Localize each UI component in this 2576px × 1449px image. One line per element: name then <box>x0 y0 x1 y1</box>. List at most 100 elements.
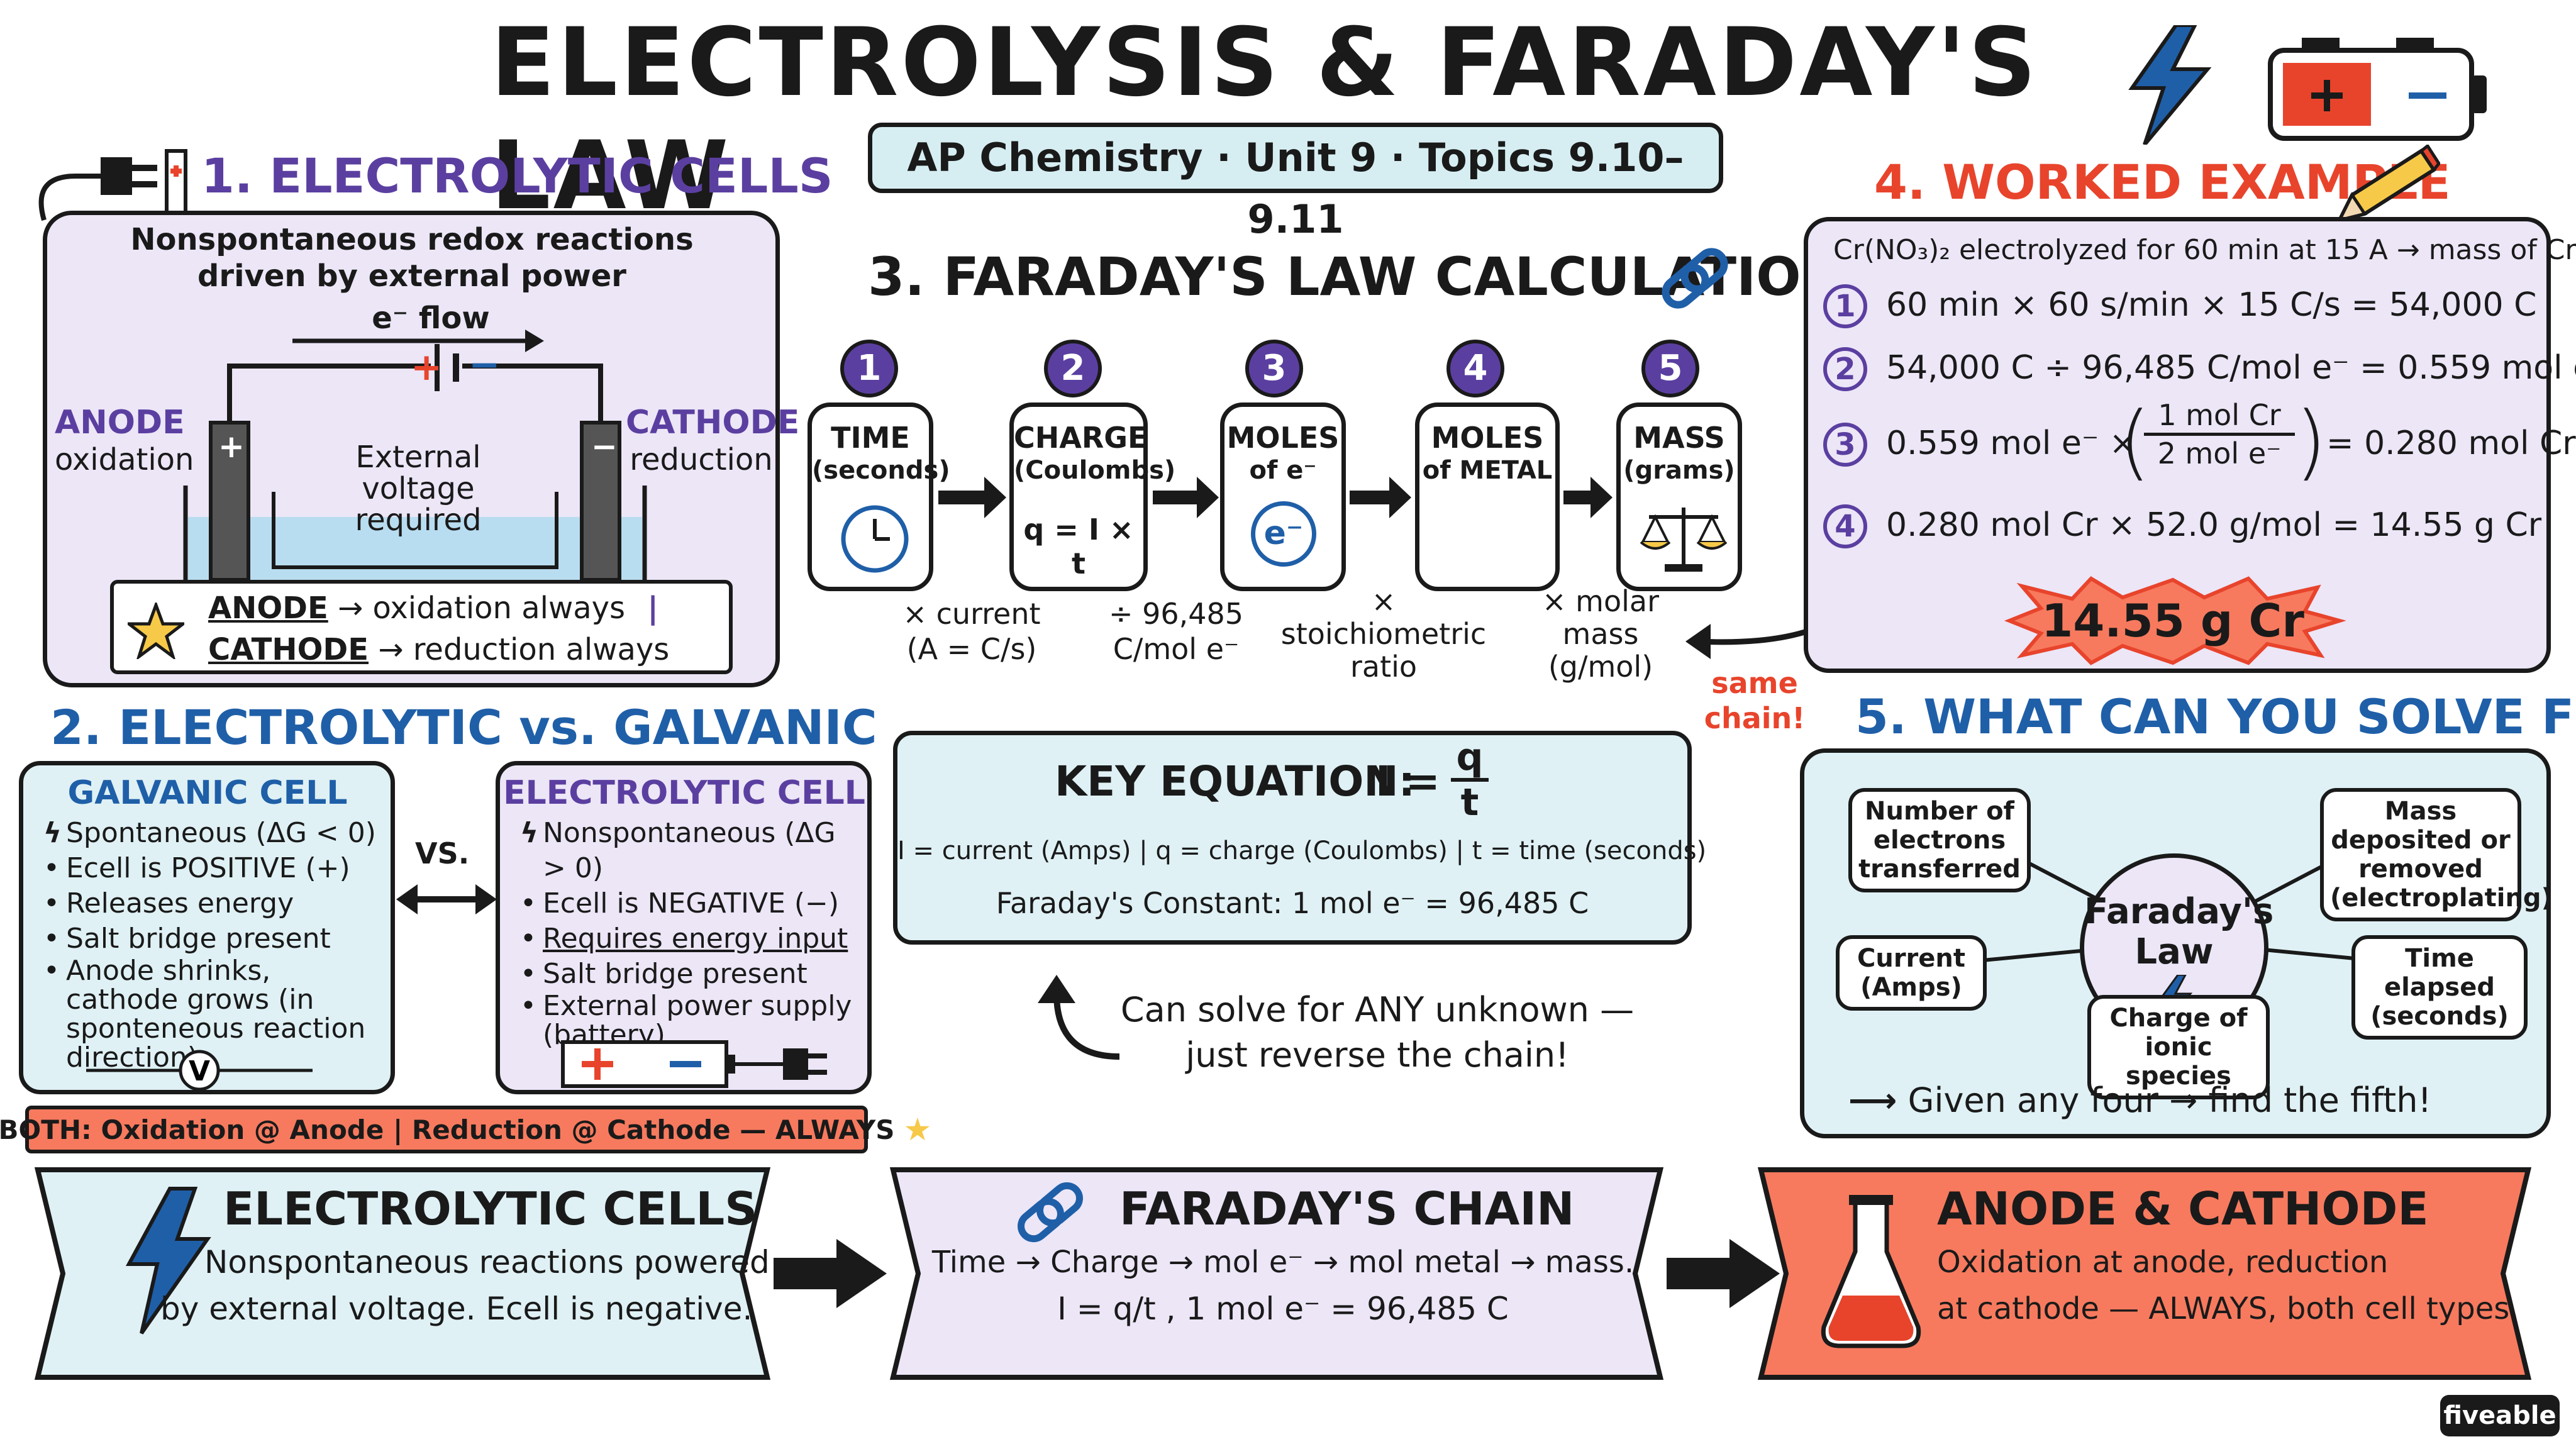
svg-text:−: − <box>469 343 500 387</box>
galvanic-panel: GALVANIC CELL Spontaneous (ΔG < 0) Ecell… <box>19 761 395 1094</box>
step-mass: MASS (grams) <box>1616 402 1742 591</box>
example-question: Cr(NO₃)₂ electrolyzed for 60 min at 15 A… <box>1833 234 2576 266</box>
step-sub: of e⁻ <box>1249 456 1317 485</box>
galvanic-list: Spontaneous (ΔG < 0) Ecell is POSITIVE (… <box>38 816 391 1072</box>
both-text: BOTH: Oxidation @ Anode | Reduction @ Ca… <box>0 1114 895 1145</box>
list-item: Anode shrinks, cathode grows (in sponten… <box>38 957 391 1072</box>
list-item: Ecell is POSITIVE (+) <box>38 851 391 886</box>
node-time: Time elapsed (seconds) <box>2351 935 2528 1040</box>
clock-icon <box>841 505 909 573</box>
banner-electrolytic: ELECTROLYTIC CELLS Nonspontaneous reacti… <box>160 1182 770 1327</box>
key-equation-panel: KEY EQUATION: I = q t I = current (Amps)… <box>893 731 1707 945</box>
vs-label: VS. <box>415 836 470 870</box>
list-item: Spontaneous (ΔG < 0) <box>38 816 391 851</box>
banner-faraday: FARADAY'S CHAIN Time → Charge → mol e⁻ →… <box>931 1182 1635 1327</box>
banner-anode-cathode: ANODE & CATHODE Oxidation at anode, redu… <box>1937 1182 2519 1326</box>
chain-arrows <box>938 477 1613 518</box>
step-number: 3 <box>1245 340 1303 397</box>
step-sub: (seconds) <box>812 456 950 485</box>
worked-example-panel: Cr(NO₃)₂ electrolyzed for 60 min at 15 A… <box>1804 217 2576 673</box>
step-sub: of METAL <box>1422 456 1553 485</box>
rule-cathode: CATHODE <box>208 632 369 667</box>
list-item: Ecell is NEGATIVE (−) <box>515 886 867 921</box>
list-item: Requires energy input <box>515 921 867 957</box>
rule-anode-row: ANODE → oxidation always | <box>208 591 658 626</box>
rule-cathode-row: CATHODE → reduction always <box>208 631 669 668</box>
plug-icon <box>38 149 187 221</box>
step-sub: (grams) <box>1623 456 1735 485</box>
cathode-sub: reduction <box>630 442 773 477</box>
external-line2: voltage <box>362 471 475 506</box>
anode-label-group: ANODE oxidation <box>55 404 194 478</box>
electrolytic-cell-panel: Nonspontaneous redox reactions driven by… <box>43 211 800 687</box>
list-item: Nonspontaneous (ΔG > 0) <box>515 816 867 886</box>
anode-label: ANODE <box>55 404 185 441</box>
external-line3: required <box>355 502 482 538</box>
electron-icon: e⁻ <box>1251 501 1316 567</box>
anode-sub: oxidation <box>55 442 194 477</box>
step-moles-e: MOLES of e⁻ e⁻ <box>1220 402 1346 591</box>
step-formula: q = I × t <box>1023 513 1134 580</box>
caption-line1: Nonspontaneous redox reactions <box>130 222 694 257</box>
node-mass: Mass deposited or removed (electroplatin… <box>2320 788 2553 921</box>
step-number: 2 <box>1044 340 1102 397</box>
key-equation-fraction: q t <box>1451 736 1489 823</box>
svg-text:+: + <box>411 345 442 389</box>
op-1: × current (A = C/s) <box>902 597 1041 666</box>
answer-value: 14.55 g Cr <box>2041 594 2304 647</box>
cathode-label-group: CATHODE reduction <box>626 404 800 478</box>
cell-diagram: + − + − <box>183 330 647 589</box>
rule-box: ANODE → oxidation always | CATHODE → red… <box>110 580 733 674</box>
step-label: TIME <box>831 421 910 455</box>
electrolytic-title: ELECTROLYTIC CELL <box>503 774 865 812</box>
solve-footer: ⟶ Given any four → find the fifth! <box>1848 1080 2432 1120</box>
op-2: ÷ 96,485 C/mol e⁻ <box>1108 597 1244 666</box>
cathode-label: CATHODE <box>626 404 800 441</box>
op-3: × stoichiometric ratio <box>1280 584 1487 684</box>
page-title: ELECTROLYSIS & FARADAY'S LAW <box>491 8 2039 231</box>
star-icon: ★ <box>903 1111 932 1148</box>
subtitle-badge: AP Chemistry · Unit 9 · Topics 9.10–9.11 <box>868 123 1723 242</box>
pencil-icon <box>2336 145 2440 223</box>
chain-link-icon <box>1662 248 1728 309</box>
key-equation-lhs: I = <box>1375 757 1440 806</box>
key-equation-label: KEY EQUATION: <box>1055 757 1416 806</box>
step-number: 1 <box>840 340 898 397</box>
section1-heading: 1. ELECTROLYTIC CELLS <box>201 148 833 204</box>
step-label: MASS <box>1633 421 1725 455</box>
curved-up-arrow-icon <box>1038 975 1120 1060</box>
external-voltage-text: External voltage required <box>336 441 500 536</box>
galvanic-title: GALVANIC CELL <box>67 774 348 812</box>
node-current: Current (Amps) <box>1836 935 1987 1011</box>
step-number: 4 <box>1446 340 1504 397</box>
svg-text:+: + <box>218 428 245 465</box>
electrolytic-compare-panel: ELECTROLYTIC CELL Nonspontaneous (ΔG > 0… <box>496 761 872 1094</box>
rule-anode-text: → oxidation always <box>338 591 626 626</box>
solve-for-panel: Faraday's Law Number of electrons transf… <box>1800 748 2553 1138</box>
step-number: 5 <box>1641 340 1699 397</box>
step-charge: CHARGE (Coulombs) q = I × t <box>1009 402 1175 591</box>
section2-heading: 2. ELECTROLYTIC vs. GALVANIC <box>50 699 877 755</box>
node-electrons: Number of electrons transferred <box>1848 788 2031 892</box>
key-equation-defs: I = current (Amps) | q = charge (Coulomb… <box>897 836 1707 865</box>
eflow-label: e⁻ flow <box>372 301 490 336</box>
list-item: Releases energy <box>38 886 391 921</box>
step-moles-metal: MOLES of METAL <box>1415 402 1560 591</box>
reverse-chain-note: Can solve for ANY unknown — just reverse… <box>1120 990 1635 1075</box>
step-label: MOLES <box>1226 421 1340 455</box>
double-arrow-icon <box>396 884 497 914</box>
rule-anode: ANODE <box>208 591 328 626</box>
banner-shapes <box>34 1167 2532 1380</box>
battery-icon <box>2268 38 2487 141</box>
section5-heading: 5. WHAT CAN YOU SOLVE FOR? <box>1855 689 2576 745</box>
list-item: Salt bridge present <box>515 957 867 992</box>
answer-burst <box>2004 576 2346 665</box>
same-chain-note: same chain! <box>1704 666 1806 735</box>
step-label: CHARGE <box>1014 421 1148 455</box>
op-4: × molar mass (g/mol) <box>1542 584 1659 684</box>
voltmeter-label: V <box>189 1055 210 1087</box>
node-charge: Charge of ionic species <box>2087 995 2270 1099</box>
caption-line2: driven by external power <box>197 258 626 294</box>
both-banner: ★ BOTH: Oxidation @ Anode | Reduction @ … <box>0 1106 931 1153</box>
faraday-constant: Faraday's Constant: 1 mol e⁻ = 96,485 C <box>996 886 1589 920</box>
